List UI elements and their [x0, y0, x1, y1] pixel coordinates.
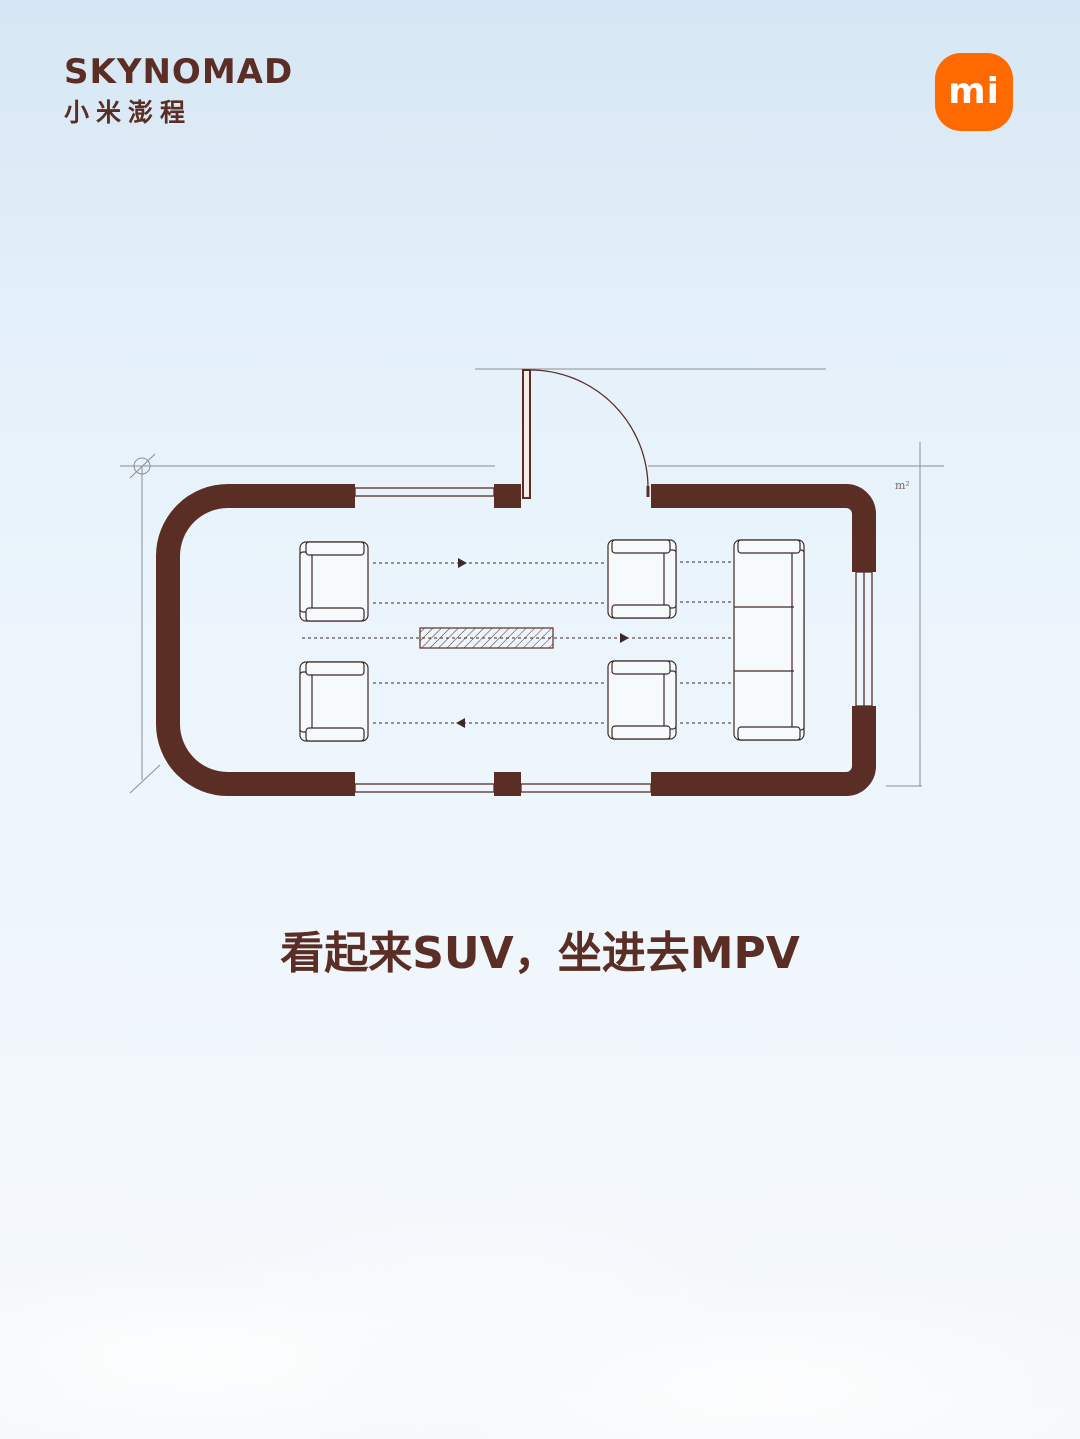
arrow-left-icon [456, 718, 465, 728]
arrow-right-icon [458, 558, 467, 568]
brand-name-cn: 小米澎程 [64, 98, 193, 127]
unit-label: m² [895, 479, 910, 492]
dimension-lines [120, 368, 944, 794]
flow-lines [302, 561, 732, 724]
arrow-right-icon [620, 633, 629, 643]
cabin-walls [156, 484, 876, 796]
seat-front-left [299, 541, 369, 622]
cloud-background [0, 919, 1080, 1439]
logo-text: mi [948, 71, 1000, 112]
seat-rear-right [607, 660, 677, 740]
flow-arrows [456, 558, 629, 728]
seat-rear-left [299, 661, 369, 742]
windows [354, 487, 873, 793]
xiaomi-logo-icon: mi [935, 53, 1013, 131]
door [522, 369, 650, 499]
bench-seat [733, 539, 805, 741]
center-table [419, 627, 554, 649]
brand-name-en: SKYNOMAD [64, 52, 294, 92]
seat-front-right [607, 539, 677, 619]
slogan-headline: 看起来SUV，坐进去MPV [280, 928, 800, 979]
seats [299, 539, 805, 742]
